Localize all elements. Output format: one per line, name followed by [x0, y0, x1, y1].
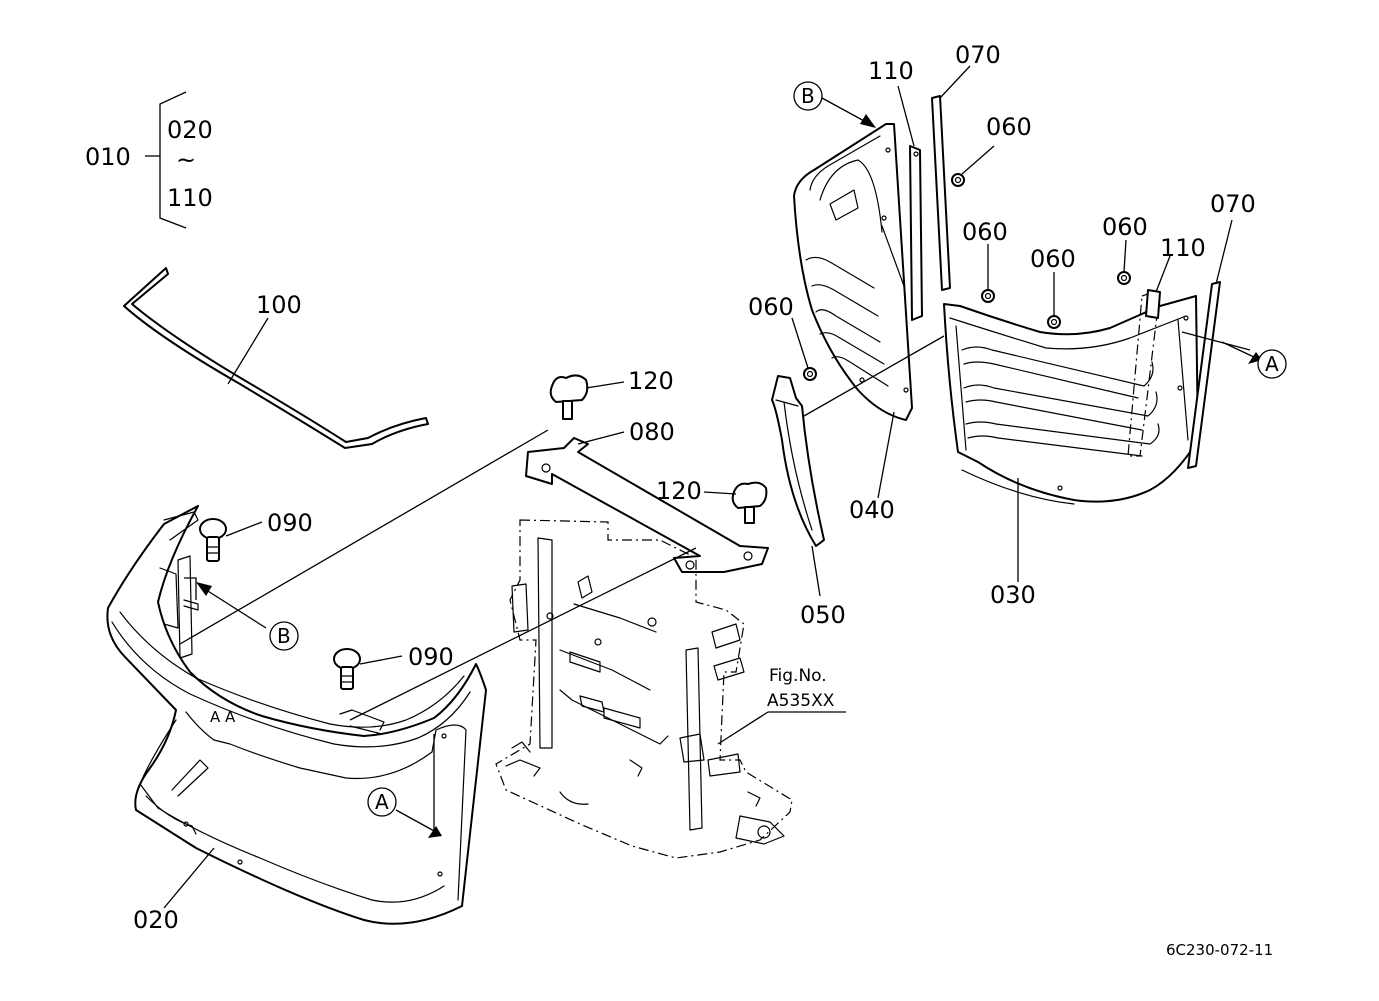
callout-060-c: 060: [962, 218, 1008, 246]
part-120-knob-left: 120: [549, 367, 674, 420]
callout-050: 050: [800, 601, 846, 629]
reference-frame: Fig.No. A535XX: [495, 519, 846, 859]
callout-120-left: 120: [628, 367, 674, 395]
callout-100: 100: [256, 291, 302, 319]
assembly-number-label: 010: [85, 143, 131, 171]
ref-b-lower-label: B: [277, 624, 291, 648]
part-080-bracket: 080: [525, 418, 769, 573]
part-090-rivet-upper: 090: [199, 509, 313, 562]
callout-110-left: 110: [868, 57, 914, 85]
callout-070-right: 070: [1210, 190, 1256, 218]
part-110-strip-left: 110: [868, 57, 923, 321]
ref-a-right-label: A: [1265, 352, 1279, 376]
ref-a-right: A: [1221, 341, 1287, 379]
callout-060-b: 060: [748, 293, 794, 321]
callout-020: 020: [133, 906, 179, 934]
callout-110-right: 110: [1160, 234, 1206, 262]
assembly-range-start-label: 020: [167, 116, 213, 144]
part-070-strip-right: 070: [1187, 190, 1256, 469]
part-060-clip-e: 060: [1102, 213, 1148, 285]
ref-b-upper: B: [793, 81, 876, 128]
ref-a-left-label: A: [375, 790, 389, 814]
assembly-bracket: 010 020 ~ 110: [85, 91, 213, 229]
fig-ref-label: Fig.No.: [769, 666, 827, 686]
assembly-range-end-label: 110: [167, 184, 213, 212]
alignment-lines: [179, 331, 1251, 836]
callout-040: 040: [849, 496, 895, 524]
part-120-knob-right: 120: [656, 477, 768, 524]
part-030-rear-grille: 030: [943, 289, 1199, 609]
callout-080: 080: [629, 418, 675, 446]
part-060-clip-d: 060: [1030, 245, 1076, 329]
part-110-strip-right: 110: [1145, 234, 1206, 319]
callout-090-lower: 090: [408, 643, 454, 671]
part-070-strip-left: 070: [931, 41, 1001, 291]
part-060-clip-b: 060: [748, 293, 817, 381]
part-020-front-panel: A A 020: [106, 505, 487, 934]
part-040-left-grille: 040: [793, 123, 913, 524]
part-050-lower-panel: 050: [771, 375, 846, 629]
callout-120-right: 120: [656, 477, 702, 505]
callout-060-a: 060: [986, 113, 1032, 141]
drawing-number: 6C230-072-11: [1166, 941, 1273, 959]
ref-a-left: A: [367, 787, 442, 838]
callout-060-e: 060: [1102, 213, 1148, 241]
fig-ref-number: A535XX: [767, 691, 835, 711]
part-060-clip-c: 060: [962, 218, 1008, 303]
callout-090-upper: 090: [267, 509, 313, 537]
callout-060-d: 060: [1030, 245, 1076, 273]
part-060-clip-a: 060: [951, 113, 1032, 187]
assembly-range-tilde: ~: [176, 146, 196, 174]
part-090-rivet-lower: 090: [333, 643, 454, 690]
part-100-trim-strip: 100: [123, 267, 429, 449]
panel-emblem: A A: [210, 708, 236, 726]
ref-b-lower: B: [196, 582, 299, 651]
ref-b-upper-label: B: [801, 84, 815, 108]
callout-030: 030: [990, 581, 1036, 609]
callout-070-left: 070: [955, 41, 1001, 69]
